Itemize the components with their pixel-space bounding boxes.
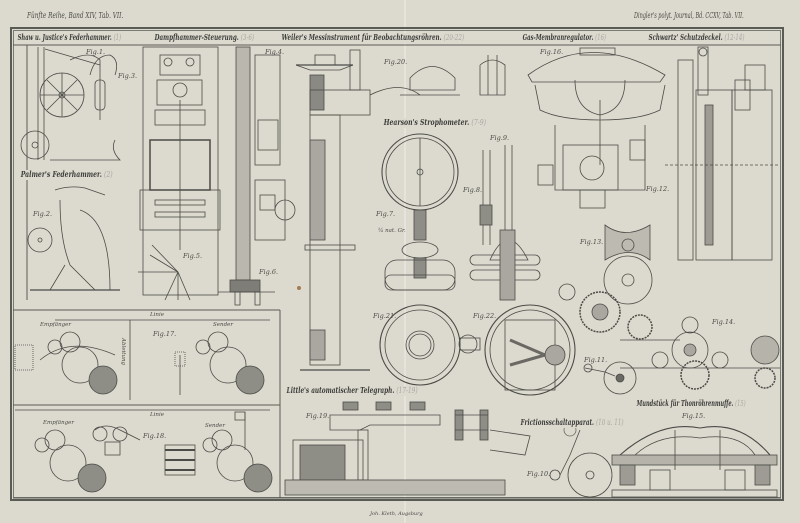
section-title-frictionsschalt: Frictionsschaltapparat.(10 u. 11) <box>520 418 625 428</box>
section-title-hearson: Hearson's Strophometer.(7-9) <box>383 118 487 128</box>
fig-label-8: Fig.8. <box>463 186 483 194</box>
fig-label-22: Fig.22. <box>473 312 497 320</box>
label-sender-18: Sender <box>205 423 225 429</box>
fig7-drawing <box>381 133 459 291</box>
foxing-spot <box>297 286 301 290</box>
fig19-drawing <box>284 401 531 496</box>
section-title-shaw-justice: Shaw u. Justice's Federhammer.(1) <box>17 33 122 43</box>
fig-label-13: Fig.13. <box>580 238 604 246</box>
fig21-drawing <box>379 304 481 386</box>
fig-label-16: Fig.16. <box>540 48 564 56</box>
header-series: Fünfte Reihe, Band XIV, Tab. VII. <box>27 11 124 20</box>
fig22-drawing <box>484 304 576 396</box>
fig15-drawing <box>611 425 778 498</box>
fig-label-12: Fig.12. <box>646 185 670 193</box>
label-empfaenger-18: Empfänger <box>43 420 75 426</box>
section-title-schutzdeckel: Schwartz' Schutzdeckel.(12-14) <box>648 33 746 43</box>
fig-label-17: Fig.17. <box>153 330 177 338</box>
section-title-mundstueck: Mundstück für Thonröhrenmuffe.(15) <box>636 399 747 409</box>
fig10-11-drawing <box>549 361 637 498</box>
section-title-little-telegraph: Little's automatischer Telegraph.(17-19) <box>286 386 419 396</box>
fig-label-6: Fig.6. <box>259 268 279 276</box>
fig14-drawing <box>620 316 780 390</box>
fig16-drawing <box>527 47 666 209</box>
section-dividers <box>13 44 781 499</box>
label-scale: ¼ nat. Gr. <box>378 228 406 234</box>
fig-label-4: Fig.4. <box>265 48 285 56</box>
fig-label-2: Fig.2. <box>33 210 53 218</box>
fig8-9-drawing <box>469 145 541 301</box>
label-ableitung: Ableitung <box>120 338 126 366</box>
fig-label-7: Fig.7. <box>376 210 396 218</box>
fig12-drawing <box>665 46 780 261</box>
label-linie-18: Linie <box>150 412 164 418</box>
label-empfaenger-17: Empfänger <box>40 322 72 328</box>
fig20-drawing <box>295 49 506 371</box>
section-title-palmer: Palmer's Federhammer.(2) <box>20 170 114 180</box>
label-sender-17: Sender <box>213 322 233 328</box>
fig13-drawing <box>558 224 653 340</box>
fig-label-20: Fig.20. <box>384 58 408 66</box>
fig-label-14: Fig.14. <box>712 318 736 326</box>
fig4-drawing <box>235 46 296 281</box>
section-title-dampfhammer: Dampfhammer-Steuerung.(3-6) <box>154 33 255 43</box>
fig-label-9: Fig.9. <box>490 134 510 142</box>
fig18-drawing <box>15 409 273 493</box>
label-linie-17: Linie <box>150 312 164 318</box>
plate-border-outer <box>10 27 784 501</box>
fig-label-11: Fig.11. <box>584 356 608 364</box>
imprint: Joh. Kleth, Augsburg <box>370 511 423 517</box>
fig-label-1: Fig.1. <box>86 48 106 56</box>
section-title-gas-regulator: Gas-Membranregulator.(16) <box>522 33 607 43</box>
fig3-drawing <box>139 46 221 296</box>
fig-label-19: Fig.19. <box>306 412 330 420</box>
fig-label-18: Fig.18. <box>143 432 167 440</box>
fig2-drawing <box>27 186 120 291</box>
header-journal: Dingler's polyt. Journal, Bd. CCXV, Tab.… <box>634 11 744 20</box>
fig-label-5: Fig.5. <box>183 252 203 260</box>
section-title-weiler: Weiler's Messinstrument für Beobachtungs… <box>281 33 465 43</box>
fig1-drawing <box>20 47 121 161</box>
fig-label-21: Fig.21. <box>373 312 397 320</box>
fig5-drawing <box>138 244 191 301</box>
fig-label-10: Fig.10. <box>527 470 551 478</box>
fig-label-15: Fig.15. <box>682 412 706 420</box>
fig-label-3: Fig.3. <box>118 72 138 80</box>
fig6-drawing <box>218 279 275 306</box>
fig17-drawing <box>14 319 270 400</box>
fold-line <box>404 0 406 523</box>
